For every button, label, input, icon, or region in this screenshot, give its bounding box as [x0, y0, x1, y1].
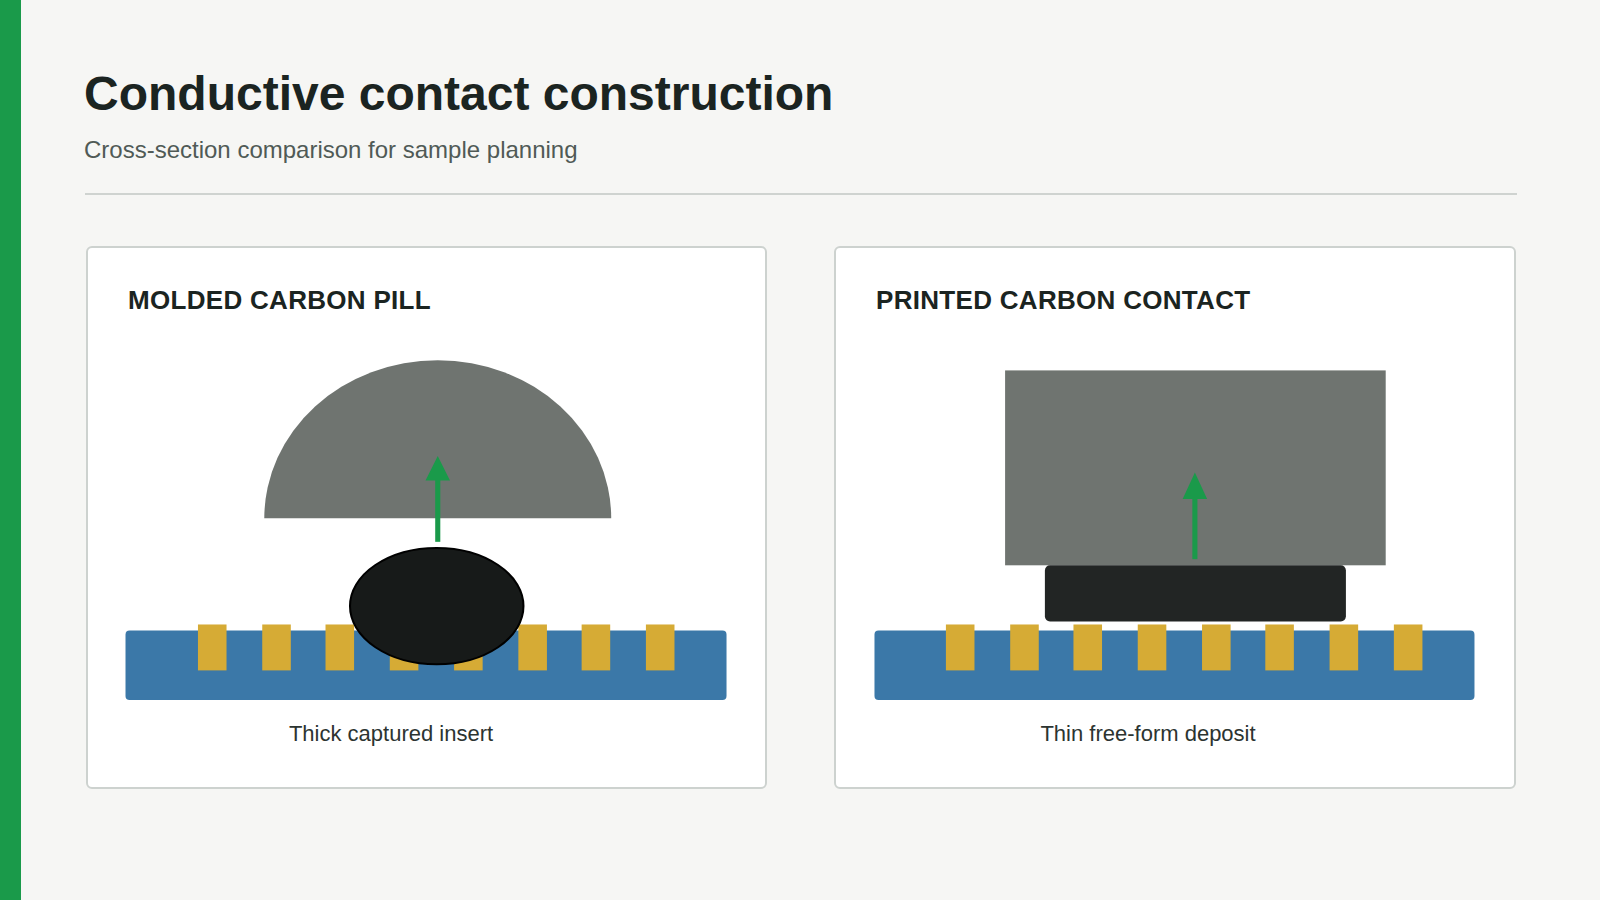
panel-heading: PRINTED CARBON CONTACT — [876, 285, 1250, 315]
panel-caption: Thick captured insert — [289, 721, 493, 747]
panel-ground — [835, 247, 1515, 788]
comparison-panel: PRINTED CARBON CONTACT Thin free-form dep… — [834, 246, 1516, 789]
arrow-head — [1183, 472, 1207, 499]
panel-caption: Thin free-form deposit — [1040, 721, 1255, 747]
printed-carbon — [1045, 565, 1346, 621]
page-subtitle: Cross-section comparison for sample plan… — [84, 136, 578, 164]
arrow-head — [426, 456, 450, 480]
rubber-key — [1005, 370, 1386, 565]
carbon-pill — [350, 548, 523, 664]
panel-ground — [87, 247, 766, 788]
press-arrow — [1192, 494, 1197, 559]
comparison-panel: MOLDED CARBON PILL Thick captured insert — [86, 246, 767, 789]
contact-traces — [946, 624, 1423, 670]
divider-line — [85, 193, 1517, 195]
press-arrow — [435, 476, 440, 542]
panel-heading: MOLDED CARBON PILL — [128, 285, 431, 315]
page-title: Conductive contact construction — [84, 66, 833, 122]
accent-bar — [0, 0, 21, 900]
